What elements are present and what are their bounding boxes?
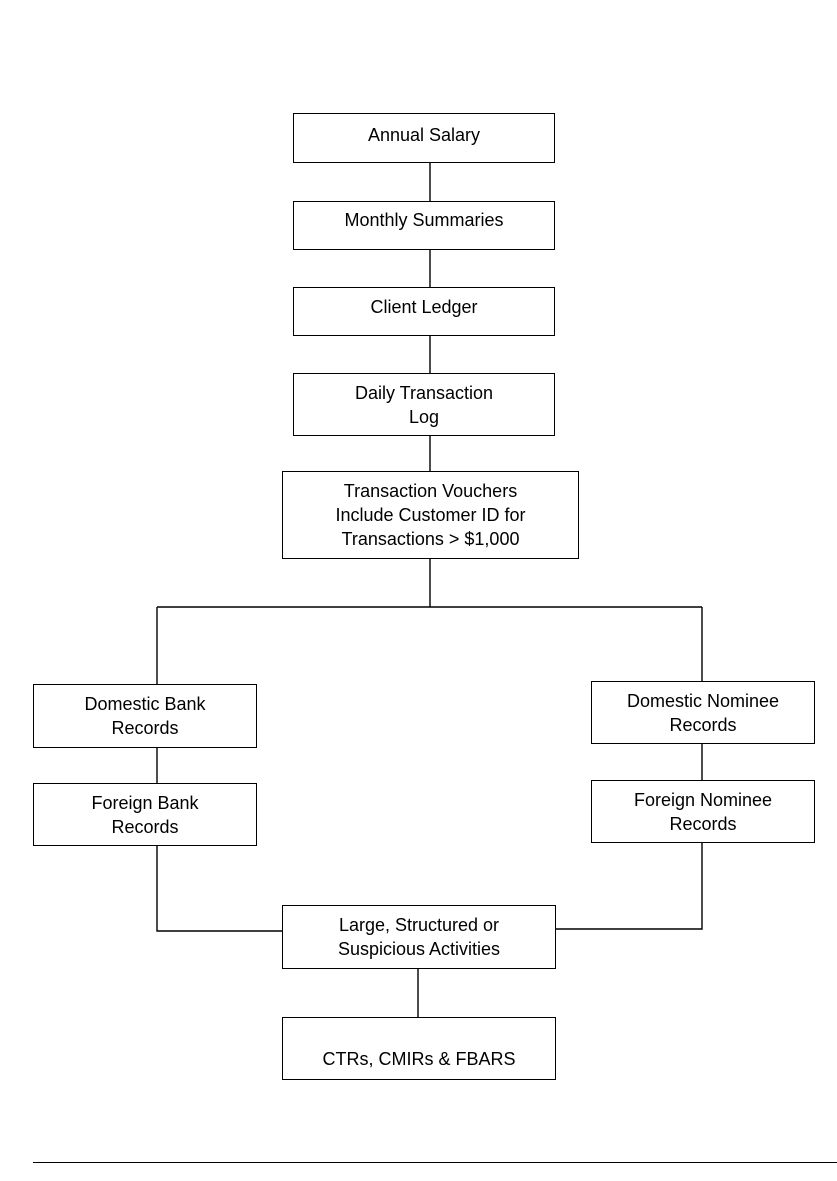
node-annual-salary-label: Annual Salary — [367, 125, 481, 145]
connector-foreign-bank-large — [156, 845, 283, 932]
node-foreign-nominee-records: Foreign Nominee Records — [591, 780, 815, 843]
node-foreign-nominee-records-label: Foreign Nominee Records — [633, 789, 773, 834]
node-ctrs-cmirs-fbars: CTRs, CMIRs & FBARS — [282, 1017, 556, 1080]
node-large-structured-suspicious-label: Large, Structured or Suspicious Activiti… — [337, 915, 501, 959]
node-foreign-bank-records: Foreign Bank Records — [33, 783, 257, 846]
connector-foreign-nominee-large — [555, 842, 703, 930]
node-client-ledger-label: Client Ledger — [370, 297, 478, 317]
footer-rule — [33, 1162, 837, 1163]
node-transaction-vouchers-label: Transaction Vouchers Include Customer ID… — [335, 481, 526, 549]
node-foreign-bank-records-label: Foreign Bank Records — [91, 792, 199, 837]
node-large-structured-suspicious: Large, Structured or Suspicious Activiti… — [282, 905, 556, 969]
node-transaction-vouchers: Transaction Vouchers Include Customer ID… — [282, 471, 579, 559]
node-monthly-summaries: Monthly Summaries — [293, 201, 555, 250]
node-client-ledger: Client Ledger — [293, 287, 555, 336]
node-domestic-nominee-records-label: Domestic Nominee Records — [626, 690, 780, 735]
node-daily-transaction-log-label: Daily Transaction Log — [354, 382, 494, 427]
node-monthly-summaries-label: Monthly Summaries — [344, 210, 504, 230]
node-annual-salary: Annual Salary — [293, 113, 555, 163]
node-daily-transaction-log: Daily Transaction Log — [293, 373, 555, 436]
node-ctrs-cmirs-fbars-label: CTRs, CMIRs & FBARS — [322, 1049, 516, 1069]
node-domestic-nominee-records: Domestic Nominee Records — [591, 681, 815, 744]
node-domestic-bank-records-label: Domestic Bank Records — [84, 694, 206, 738]
node-domestic-bank-records: Domestic Bank Records — [33, 684, 257, 748]
